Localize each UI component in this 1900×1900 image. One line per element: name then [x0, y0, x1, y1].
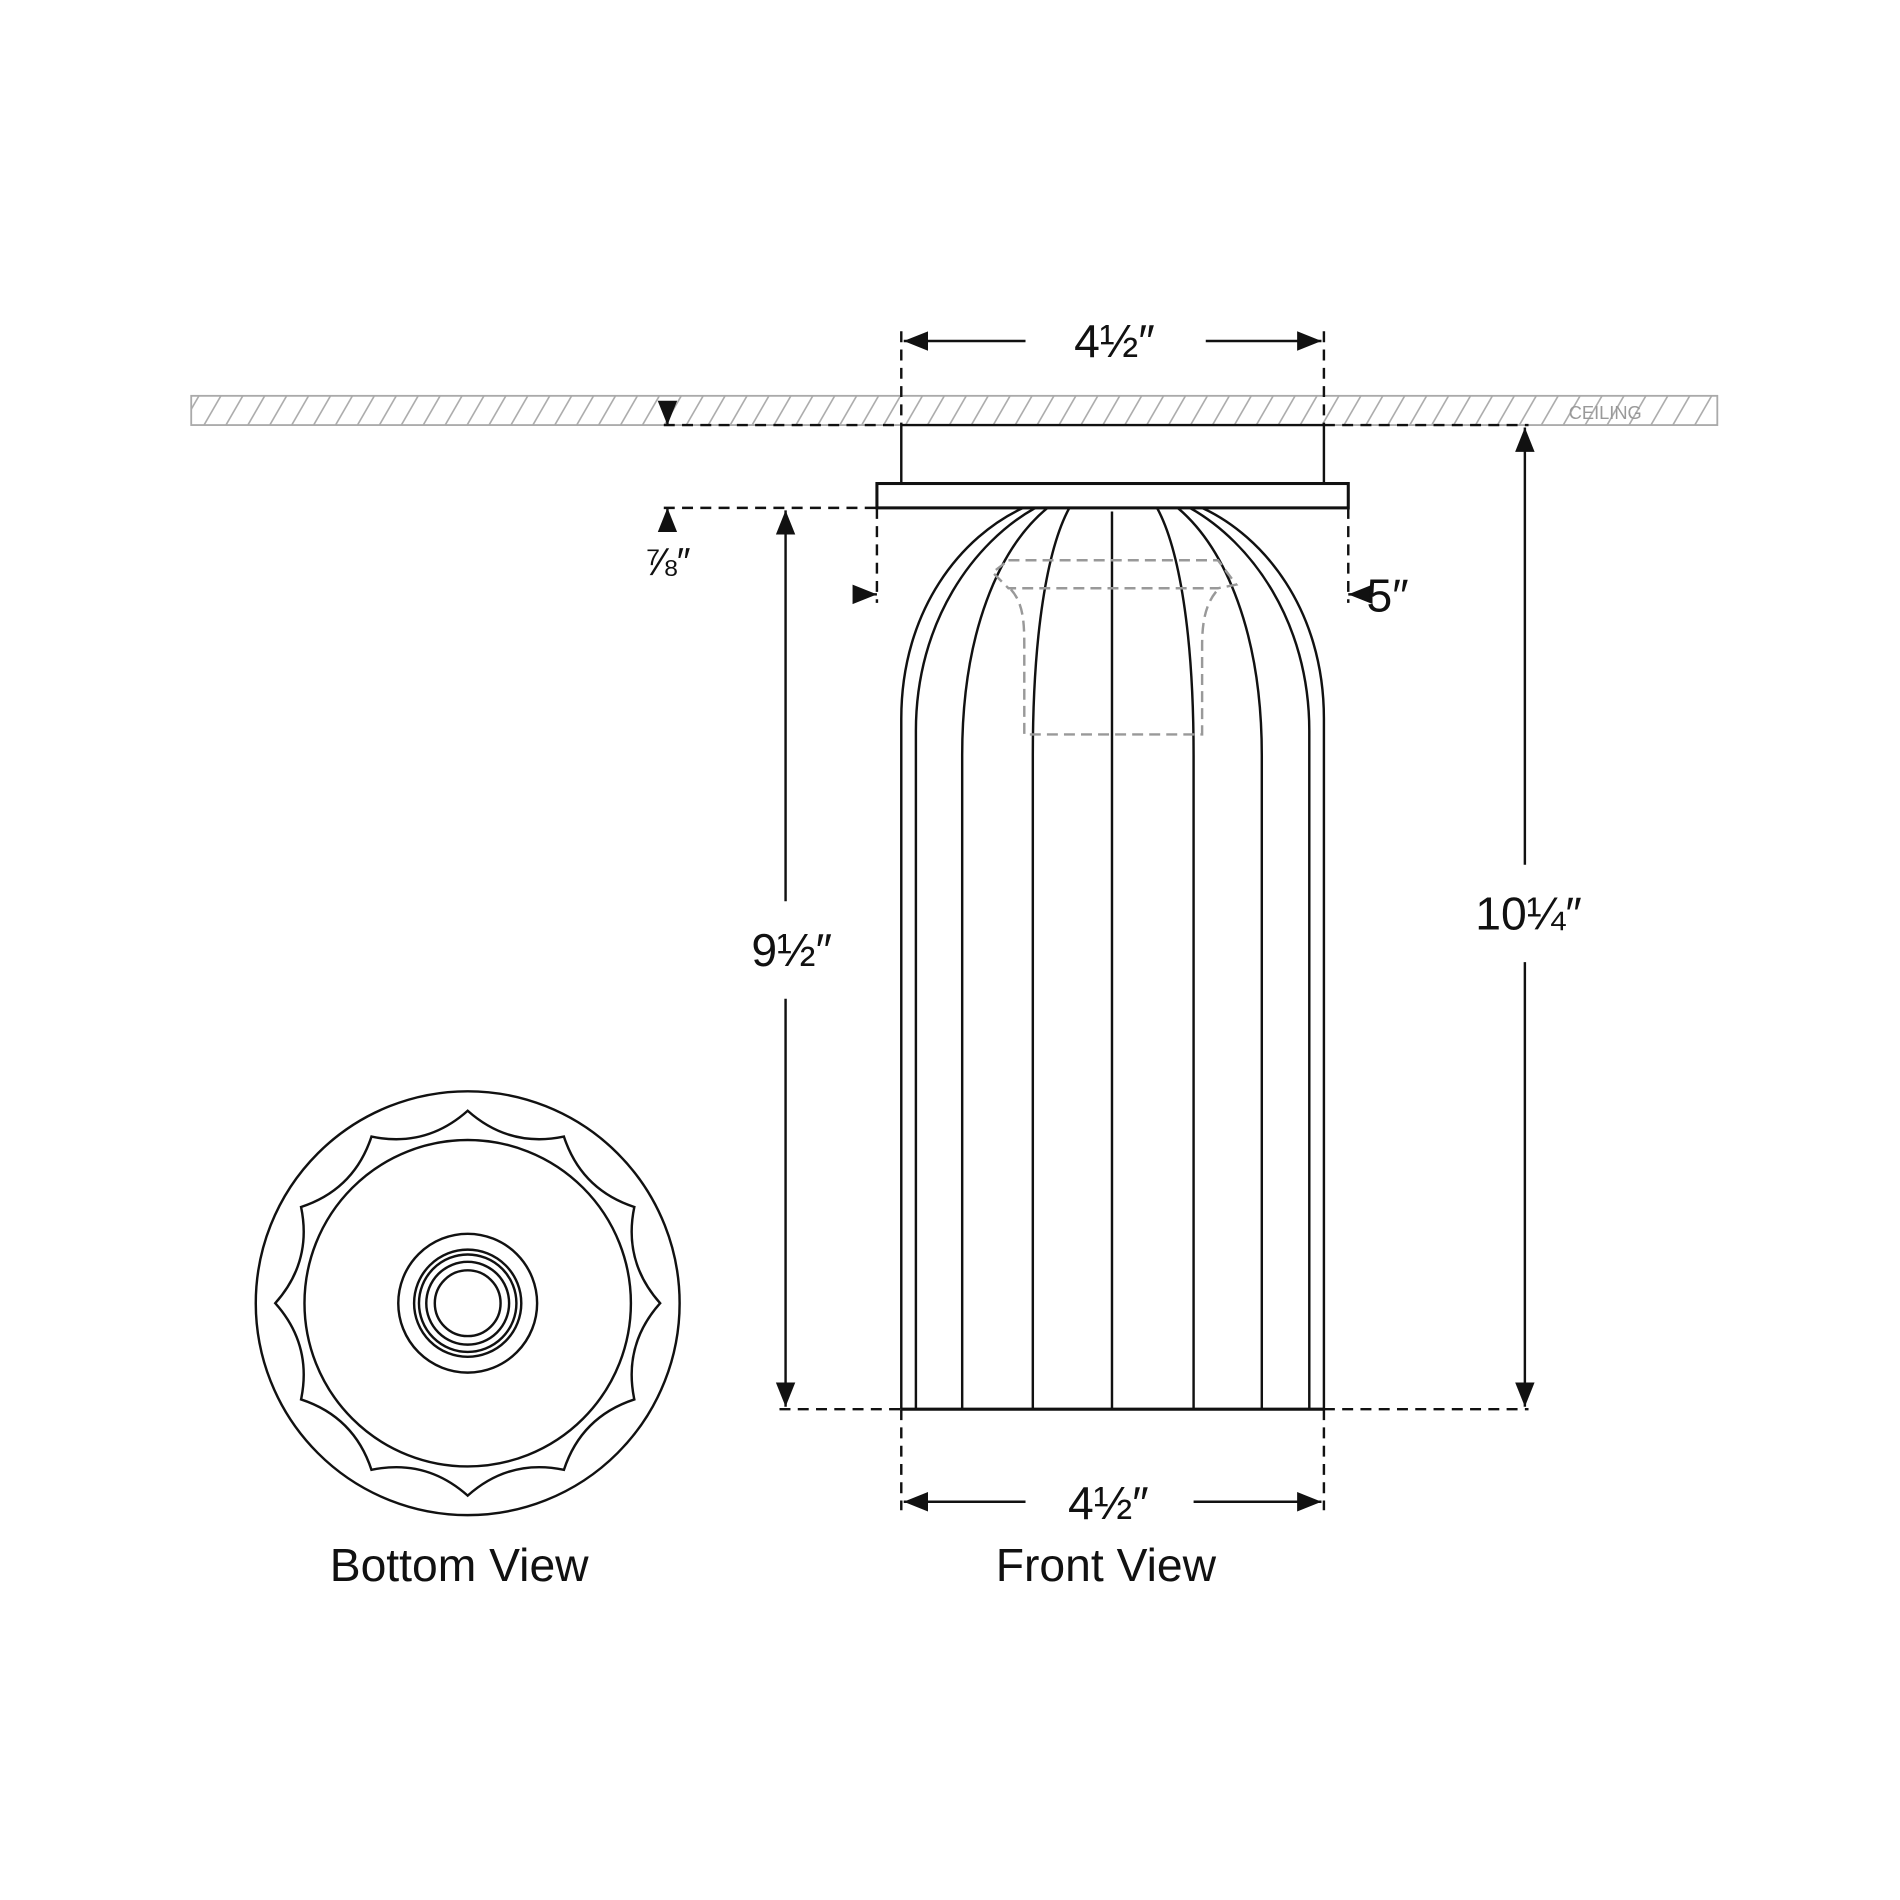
shade-bottom-view [254, 1090, 681, 1517]
shade-width-dimension: 4½″ [900, 1409, 1326, 1529]
ceiling-label: CEILING [1569, 402, 1642, 423]
shade-height-dimension: 9½″ [751, 510, 832, 1407]
canopy-diameter-label: 5″ [1367, 569, 1409, 621]
overall-height-dimension: 10¼″ [1475, 427, 1582, 1407]
shade-front-view [900, 506, 1326, 1411]
canopy-width-dimension: 4½″ [900, 315, 1326, 426]
shade-width-label: 4½″ [1068, 1477, 1149, 1529]
canopy-depth-label: ⅞″ [644, 541, 690, 584]
canopy-depth-dimension: ⅞″ [644, 400, 691, 584]
front-view-caption: Front View [996, 1539, 1217, 1591]
canopy [875, 423, 1350, 510]
overall-height-label: 10¼″ [1475, 887, 1581, 939]
ceiling: CEILING [190, 394, 1719, 426]
shade-height-label: 9½″ [751, 924, 832, 976]
bottom-view-caption: Bottom View [330, 1539, 589, 1591]
canopy-diameter-dimension: 5″ [852, 507, 1409, 621]
canopy-width-label: 4½″ [1074, 315, 1155, 367]
